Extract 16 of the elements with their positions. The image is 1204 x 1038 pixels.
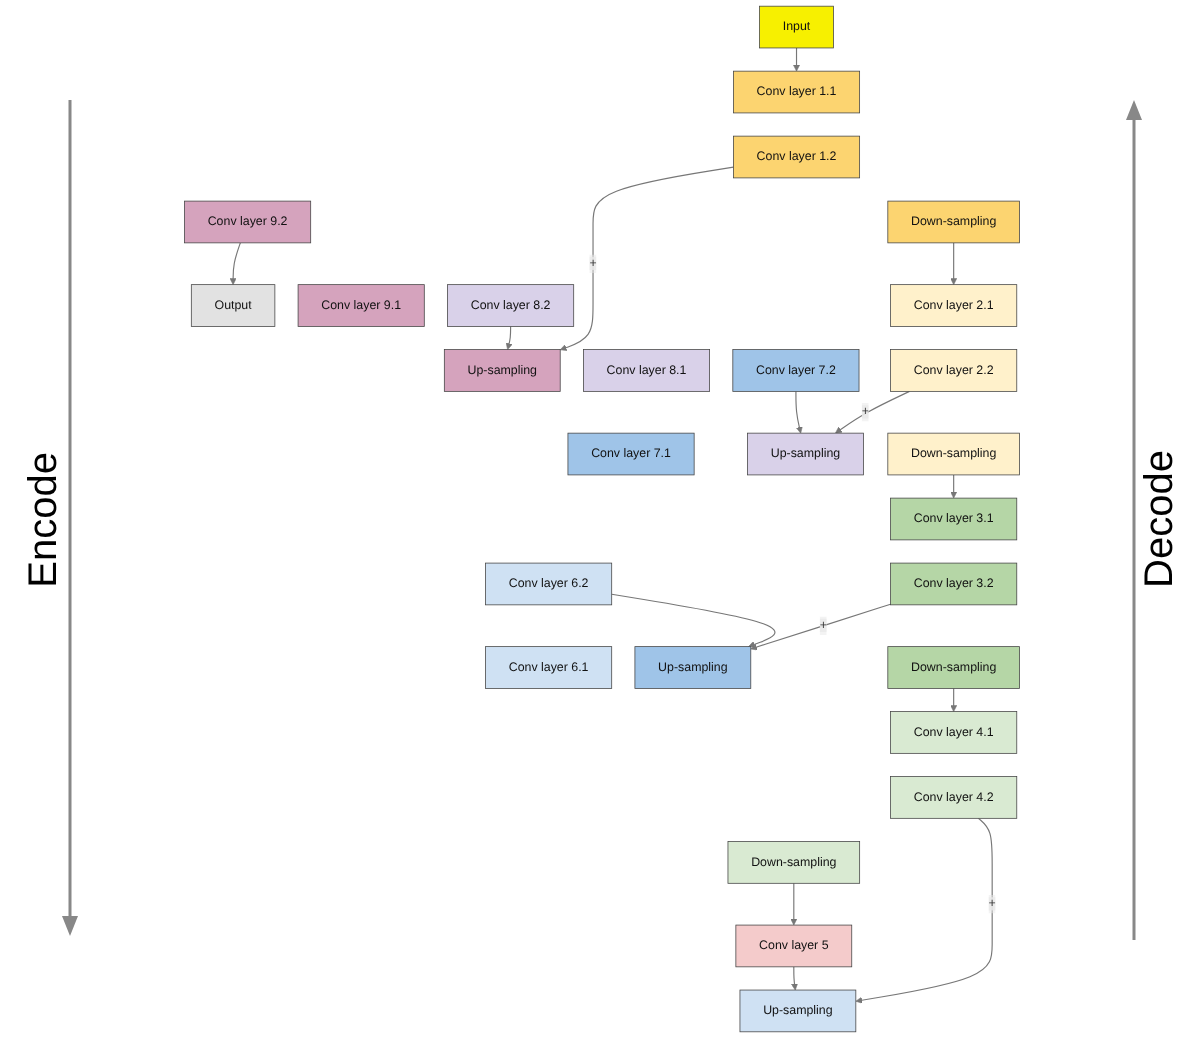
- arrow: [950, 687, 958, 712]
- arrow: [835, 390, 911, 434]
- arrow: [611, 593, 776, 648]
- arrow: [950, 474, 958, 499]
- axis-label: Decode: [1137, 450, 1183, 588]
- arrow: [505, 325, 513, 350]
- arrow: [559, 166, 734, 351]
- arrow: [793, 47, 800, 72]
- axis-label: Encode: [21, 451, 67, 587]
- arrow: [229, 242, 241, 285]
- arrow: [790, 882, 798, 926]
- arrow: [795, 390, 803, 434]
- arrow: [950, 242, 958, 285]
- arrow: [750, 603, 892, 651]
- arrow: [855, 817, 993, 1004]
- arrow: [791, 966, 798, 991]
